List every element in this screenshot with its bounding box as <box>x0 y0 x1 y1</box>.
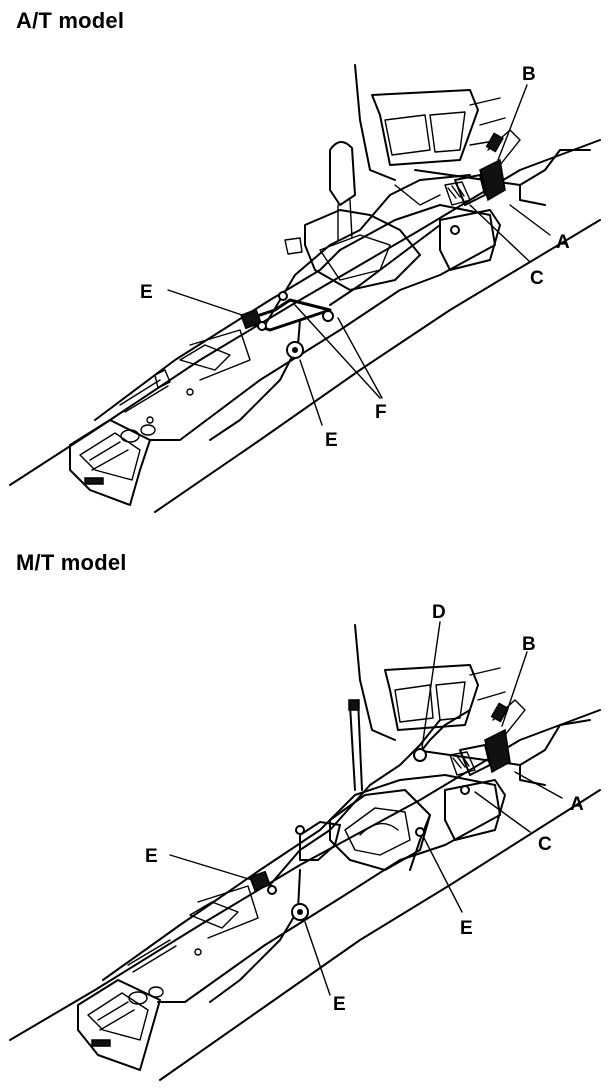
at-callout-c: C <box>530 268 544 289</box>
at-model-illustration: B A C E E F <box>9 64 601 513</box>
at-callout-b: B <box>522 64 536 85</box>
mt-dashboard-section <box>354 624 591 786</box>
mt-callout-e3: E <box>460 918 473 939</box>
mt-clip-1 <box>295 825 305 835</box>
at-callout-a: A <box>556 232 570 253</box>
mt-model-diagram: M/T model <box>0 540 608 1088</box>
mt-harness-rear <box>209 869 301 1003</box>
at-dashboard-section <box>354 64 591 206</box>
mt-shifter-boot <box>329 699 431 871</box>
at-model-diagram: A/T model <box>0 0 608 540</box>
mt-callout-c: C <box>538 834 552 855</box>
mt-connector-e2 <box>291 903 309 921</box>
at-harness-main <box>264 174 471 326</box>
mt-floor-edge-line <box>9 709 601 1041</box>
mt-floor-edge-line-lower <box>159 789 601 1081</box>
at-clip-c <box>450 225 460 235</box>
mt-callout-b: B <box>522 634 536 655</box>
at-switch-cluster <box>439 129 521 271</box>
mt-switch-cluster <box>444 699 526 841</box>
mt-connector-e1 <box>249 870 277 895</box>
at-connector-e2 <box>286 341 304 359</box>
at-connector-e1 <box>240 308 267 331</box>
at-callout-f: F <box>375 402 387 423</box>
mt-rear-bracket <box>77 939 177 1071</box>
at-leader-lines <box>167 84 551 426</box>
at-floor-edge-line-lower <box>154 219 601 513</box>
mt-leader-lines <box>169 621 563 996</box>
at-harness-branch <box>329 224 441 306</box>
mt-connector-d <box>413 748 427 762</box>
at-shift-lever <box>284 141 421 291</box>
at-model-title: A/T model <box>16 8 125 33</box>
at-rear-bracket <box>69 379 169 506</box>
mt-console-body <box>102 774 501 1003</box>
mt-clip-c <box>460 785 470 795</box>
mt-callout-a: A <box>570 794 584 815</box>
mt-harness-loop <box>299 821 341 861</box>
at-callout-e2: E <box>325 430 338 451</box>
mt-model-title: M/T model <box>16 550 127 575</box>
at-clip-f1 <box>278 291 288 301</box>
mt-connector-e3 <box>415 827 425 837</box>
at-floor-edge-line <box>9 139 601 486</box>
mt-harness-upper <box>417 709 471 756</box>
mt-callout-e2: E <box>333 994 346 1015</box>
at-clip-f2 <box>322 310 334 322</box>
at-callout-e1: E <box>140 282 153 303</box>
mt-model-illustration: D B A C E E E <box>9 602 601 1081</box>
mt-harness-side <box>409 814 431 871</box>
mt-callout-e1: E <box>145 846 158 867</box>
at-harness-rear <box>209 319 301 441</box>
mt-harness-main <box>269 719 441 886</box>
mt-callout-d: D <box>432 602 446 623</box>
